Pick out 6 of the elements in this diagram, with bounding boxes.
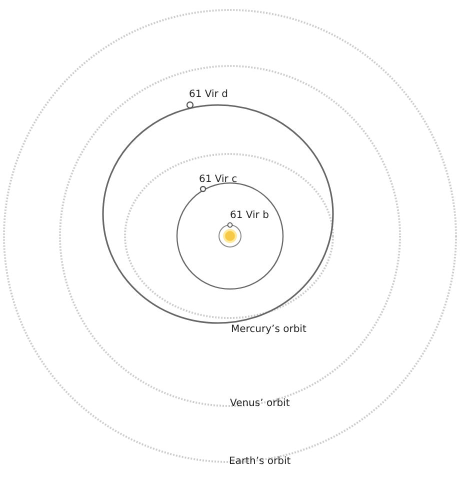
orbit-label: Mercury’s orbit [231,324,306,336]
planet-label: 61 Vir b [230,210,269,222]
orbit-label: Venus’ orbit [230,398,290,410]
planet-label: 61 Vir d [189,89,228,101]
planet-label: 61 Vir c [199,174,238,186]
orbit-label: Earth’s orbit [229,456,291,468]
